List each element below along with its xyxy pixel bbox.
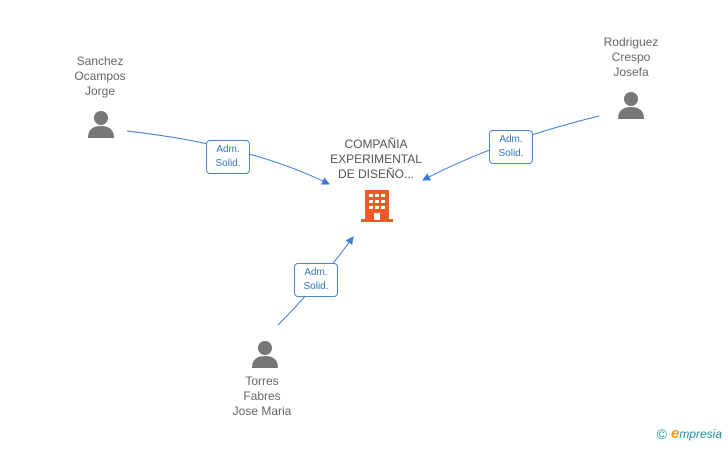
relation-line1: Adm. [304,267,328,278]
empresia-watermark[interactable]: © empresia [657,425,722,442]
company-name[interactable]: COMPAÑIA EXPERIMENTAL DE DISEÑO... [330,137,422,181]
relation-badge[interactable]: Adm. Solid. [489,130,533,164]
relation-badge[interactable]: Adm. Solid. [206,140,250,174]
person-name-rodriguez[interactable]: Rodriguez Crespo Josefa [603,35,659,79]
person-icon[interactable] [250,339,280,369]
relation-line1: Adm. [216,144,240,155]
copyright-icon: © [656,425,667,442]
building-icon[interactable] [361,188,393,222]
relation-line2: Solid. [303,281,329,292]
person-icon[interactable] [86,109,116,139]
person-icon[interactable] [616,90,646,120]
brand-logo: empresia [670,425,722,442]
relation-line1: Adm. [499,134,523,145]
relation-line2: Solid. [498,148,524,159]
relation-line2: Solid. [215,158,241,169]
person-name-sanchez[interactable]: Sanchez Ocampos Jorge [74,54,126,98]
person-name-torres[interactable]: Torres Fabres Jose Maria [232,374,292,418]
relation-badge[interactable]: Adm. Solid. [294,263,338,297]
